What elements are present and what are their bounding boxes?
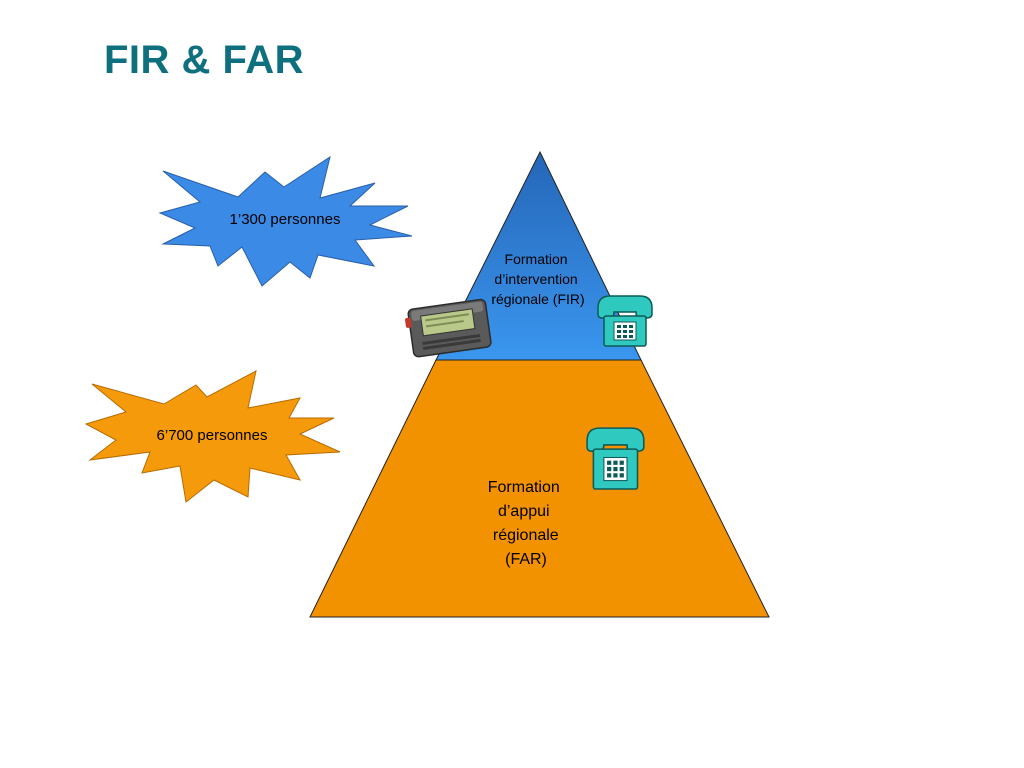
burst-label: 6’700 personnes (157, 427, 268, 444)
fir-pyramid-section (435, 150, 642, 361)
burst-far-count: 6’700 personnes (84, 370, 341, 503)
fir-label-line: d’intervention (494, 271, 577, 287)
burst-shape (84, 370, 341, 503)
telephone-icon (597, 295, 653, 347)
fir-label-line: régionale (FIR) (491, 291, 584, 307)
fir-label-line: Formation (505, 251, 568, 267)
burst-fir-count: 1’300 personnes (158, 155, 413, 287)
telephone-icon (586, 427, 645, 490)
far-label-line: régionale (493, 527, 559, 544)
slide-title: FIR & FAR (104, 38, 305, 82)
pager-icon (405, 298, 492, 358)
fir-label: Formation d’intervention régionale (FIR) (491, 251, 584, 307)
far-label-line: (FAR) (505, 551, 547, 568)
burst-shape (158, 155, 413, 287)
burst-label: 1’300 personnes (230, 211, 341, 228)
far-label-line: Formation (488, 479, 560, 496)
far-label: Formation d’appui régionale (FAR) (488, 479, 564, 568)
far-label-line: d’appui (498, 503, 550, 520)
